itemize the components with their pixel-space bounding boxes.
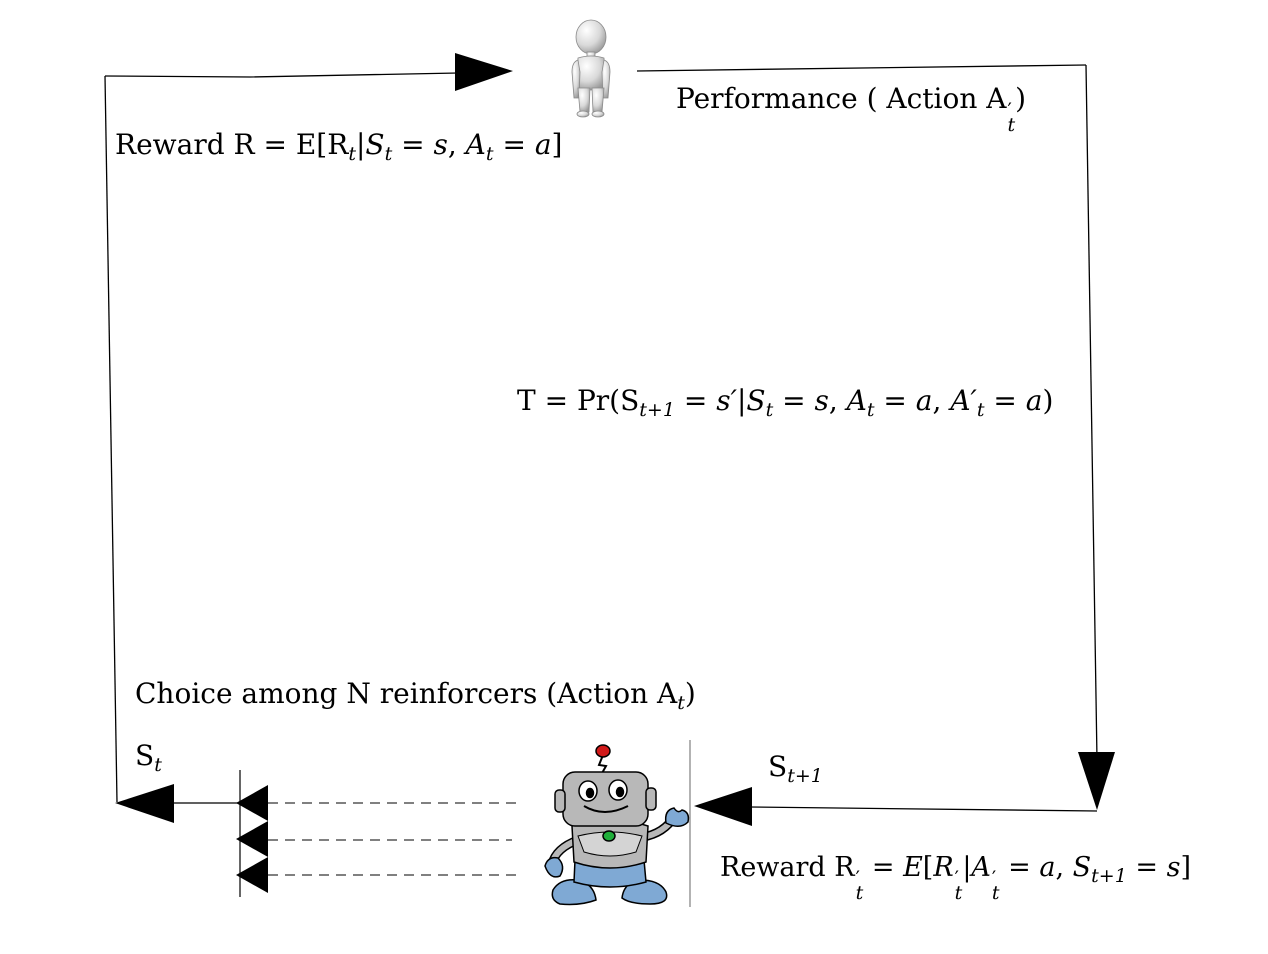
reward-bottom-sub2: t: [954, 882, 963, 904]
reward-bottom-eq1: =: [863, 852, 904, 883]
transition-val2: s: [814, 384, 829, 417]
reward-bottom-var1: R: [933, 852, 954, 883]
reward-bottom-prime3: ′: [991, 867, 997, 889]
reward-bottom-sep: |: [962, 852, 972, 883]
right-loop-line: [1085, 64, 1098, 761]
human-figure-icon: [571, 19, 611, 118]
reward-top-comma: ,: [447, 128, 466, 161]
reward-bottom-prime: ′: [855, 867, 860, 889]
top-left-loop-line: [104, 72, 459, 78]
reward-bottom-open: [: [922, 852, 934, 883]
transition-eq1: =: [674, 384, 717, 417]
top-right-loop-line: [636, 64, 1087, 72]
reward-bottom-comma: ,: [1055, 852, 1073, 883]
performance-label: Performance ( Action A′t): [676, 82, 1027, 136]
state-t1-sub: t+1: [787, 765, 823, 787]
state-t-sub: t: [154, 754, 162, 776]
transition-eq4: =: [984, 384, 1026, 417]
transition-prefix: T = Pr(S: [517, 384, 640, 417]
reward-bottom-var2: A: [971, 852, 991, 883]
transition-var3: A′: [950, 384, 977, 417]
reward-bottom-sub4: t+1: [1091, 865, 1127, 887]
transition-label: T = Pr(St+1 = s′|St = s, At = a, A′t = a…: [517, 384, 1054, 420]
reward-top-prefix: Reward R = E[R: [115, 128, 349, 161]
reward-bottom-prime2: ′: [954, 867, 959, 889]
reward-bottom-script3: ′t: [991, 867, 1000, 904]
reward-top-var1: S: [365, 128, 385, 161]
reward-bottom-close: ]: [1180, 852, 1191, 883]
reward-bottom-func: E: [903, 852, 923, 883]
choice-close: ): [684, 677, 696, 710]
reward-top-var2: A: [465, 128, 486, 161]
reward-top-label: Reward R = E[Rt|St = s, At = a]: [115, 128, 563, 164]
transition-sub4: t: [976, 399, 985, 421]
reward-bottom-var3: S: [1072, 852, 1092, 883]
reward-top-sub2: t: [384, 143, 393, 165]
reinforcer-arrow-1: [236, 785, 268, 821]
transition-eq3: =: [874, 384, 916, 417]
choice-sub: t: [677, 692, 685, 714]
reward-bottom-eq2: =: [999, 852, 1040, 883]
reward-bottom-script1: ′t: [855, 867, 864, 904]
state-t-label: St: [135, 739, 162, 775]
reward-top-sub3: t: [485, 143, 494, 165]
reward-bottom-script2: ′t: [954, 867, 963, 904]
transition-var2: A: [846, 384, 867, 417]
arrow-to-state-t: [115, 784, 174, 823]
reward-top-sub1: t: [348, 143, 356, 165]
reward-top-eq2: =: [493, 128, 535, 161]
state-t-base: S: [135, 739, 155, 772]
transition-sub2: t: [765, 399, 774, 421]
reward-top-val1: s: [433, 128, 448, 161]
reward-top-eq1: =: [392, 128, 434, 161]
performance-close: ): [1015, 82, 1027, 115]
arrow-to-robot: [694, 787, 752, 826]
transition-var1: S: [746, 384, 766, 417]
reinforcer-arrow-3: [236, 857, 268, 893]
reward-bottom-val1: a: [1039, 852, 1056, 883]
performance-prefix: Performance ( Action A: [676, 82, 1007, 115]
transition-val3: a: [915, 384, 933, 417]
state-t1-label: St+1: [768, 750, 823, 786]
reward-bottom-eq3: =: [1126, 852, 1167, 883]
performance-sub: t: [1007, 114, 1016, 136]
performance-script: ′t: [1007, 99, 1016, 136]
transition-sep: |: [736, 384, 747, 417]
reinforcer-arrow-2: [236, 821, 268, 857]
reward-bottom-prefix: Reward R: [720, 852, 855, 883]
reward-bottom-label: Reward R′t = E[R′t|A′t = a, St+1 = s]: [720, 852, 1191, 904]
left-loop-line: [104, 75, 118, 803]
transition-comma1: ,: [828, 384, 847, 417]
reward-bottom-sub3: t: [991, 882, 1000, 904]
reward-top-close: ]: [551, 128, 563, 161]
reward-bottom-val2: s: [1166, 852, 1181, 883]
reward-top-sep: |: [355, 128, 366, 161]
choice-prefix: Choice among N reinforcers (Action A: [135, 677, 678, 710]
transition-comma2: ,: [932, 384, 951, 417]
state-t1-base: S: [768, 750, 788, 783]
reward-bottom-sub: t: [855, 882, 864, 904]
reward-top-val2: a: [534, 128, 552, 161]
transition-close: ): [1042, 384, 1054, 417]
choice-label: Choice among N reinforcers (Action At): [135, 677, 696, 713]
bottom-right-loop-line: [749, 806, 1098, 812]
arrow-down-right: [1078, 752, 1115, 810]
performance-prime: ′: [1007, 99, 1012, 121]
transition-eq2: =: [773, 384, 815, 417]
transition-val1: s′: [716, 384, 737, 417]
arrow-to-human: [455, 53, 513, 91]
transition-sub3: t: [866, 399, 875, 421]
robot-agent-icon: [544, 744, 690, 906]
transition-val4: a: [1025, 384, 1043, 417]
transition-sub1: t+1: [639, 399, 675, 421]
